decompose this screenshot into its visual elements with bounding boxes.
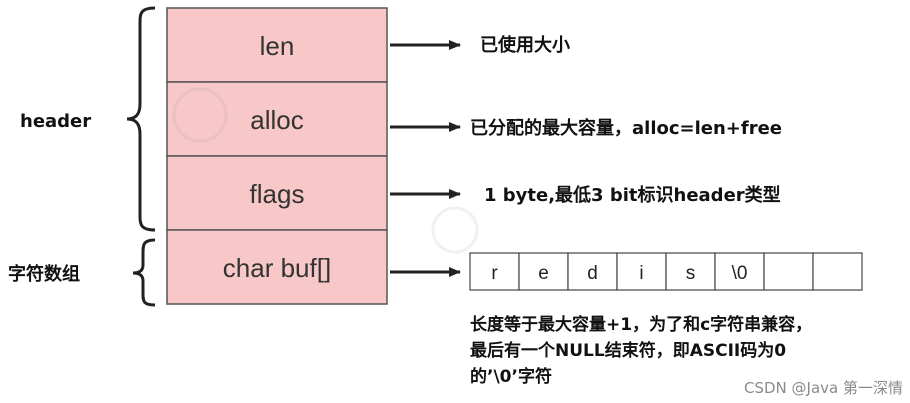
struct-cell-alloc: alloc [166,81,388,157]
buffer-cell-char: i [639,263,643,284]
buf-note-line-2: 最后有一个NULL结束符，即ASCII码为0 [470,340,786,361]
desc-alloc: 已分配的最大容量，alloc=len+free [470,117,782,139]
buf-note-line-1: 长度等于最大容量+1，为了和c字符串兼容， [470,314,812,335]
buffer-cells: r e d i s \0 [469,252,863,291]
struct-cell-buf: char buf[] [166,229,388,305]
desc-flags: 1 byte,最低3 bit标识header类型 [484,184,781,206]
header-brace [126,6,156,232]
buf-note-line-3: 的’\0’字符 [470,366,552,387]
field-name-alloc: alloc [250,105,303,135]
field-name-len: len [260,31,295,61]
buffer-cell-char: s [686,263,696,284]
desc-len: 已使用大小 [480,34,570,56]
buffer-cell [763,252,814,291]
field-name-buf: char buf[] [223,253,331,283]
buffer-cell: d [567,252,618,291]
struct-cell-len: len [166,7,388,83]
buffer-cell-char: r [491,263,498,284]
buffer-cell: s [665,252,716,291]
watermark-stamp [172,87,479,254]
buffer-cell: i [616,252,667,291]
array-brace [132,238,156,307]
buffer-cell: r [469,252,520,291]
buffer-cell: \0 [714,252,765,291]
buffer-cell [812,252,863,291]
field-name-flags: flags [250,179,305,209]
header-label: header [20,111,91,132]
buffer-cell-char: d [587,263,598,284]
buffer-cell-char: e [538,263,549,284]
char-array-label: 字符数组 [8,263,80,285]
buffer-cell-char: \0 [732,263,748,284]
watermark-text: CSDN @Java 第一深情 [744,379,903,397]
buffer-cell: e [518,252,569,291]
struct-cell-flags: flags [166,155,388,231]
